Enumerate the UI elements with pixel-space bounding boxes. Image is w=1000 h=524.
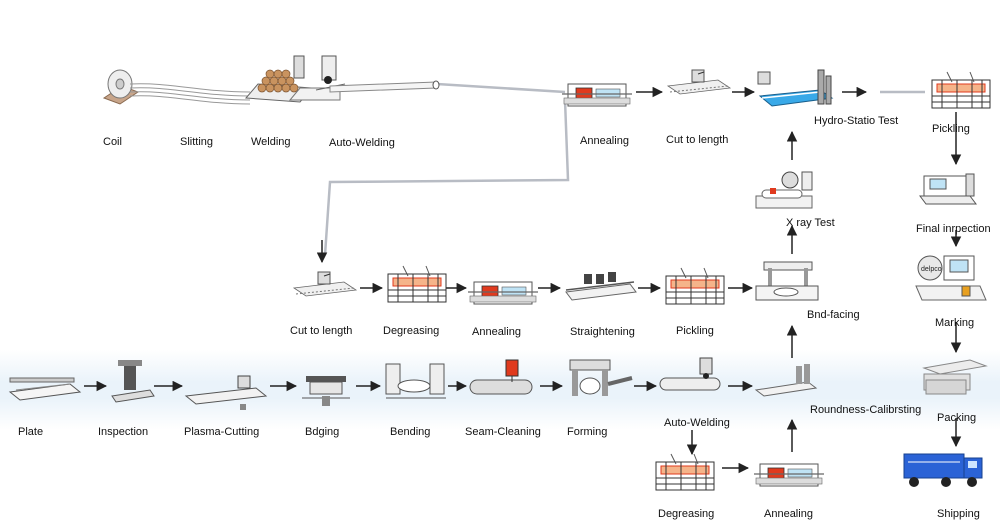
label-roundness-calibrating: Roundness-Calibrsting xyxy=(810,404,922,416)
inspection-icon xyxy=(111,360,155,403)
label-marking: Marking xyxy=(935,317,975,329)
label-cut-to-length-top: Cut to length xyxy=(666,134,729,146)
label-auto-welding-bottom: Auto-Welding xyxy=(664,417,730,429)
annealing-top-icon xyxy=(561,83,633,107)
seam-cleaning-icon xyxy=(469,359,533,395)
label-edging: Bdging xyxy=(305,426,340,438)
annealing-bottom-icon xyxy=(753,463,825,487)
label-inspection: Inspection xyxy=(98,426,149,438)
label-plate: Plate xyxy=(18,426,44,438)
bending-icon xyxy=(385,363,446,399)
plate-icon xyxy=(8,377,82,401)
degreasing-bottom-icon xyxy=(655,453,715,491)
label-shipping: Shipping xyxy=(937,508,980,520)
label-xray-test: X ray Test xyxy=(786,217,835,229)
welding-icon xyxy=(244,55,341,103)
coil-icon xyxy=(102,69,140,105)
label-welding: Welding xyxy=(251,136,291,148)
label-bending: Bending xyxy=(390,426,431,438)
forming-icon xyxy=(569,359,633,396)
label-annealing-top: Annealing xyxy=(580,135,629,147)
label-pickling-top: Pickling xyxy=(932,123,970,135)
label-cut-to-length-mid: Cut to length xyxy=(290,325,353,337)
label-seam-cleaning: Seam-Cleaning xyxy=(465,426,541,438)
label-packing: Packing xyxy=(937,412,977,424)
auto-welding-icon xyxy=(315,55,440,93)
label-coil: Coil xyxy=(103,136,122,148)
hydro-test-icon xyxy=(757,69,834,107)
label-hydro-test: Hydro-Statio Test xyxy=(814,115,899,127)
label-degreasing-mid: Degreasing xyxy=(383,325,440,337)
cut-to-length-mid-icon xyxy=(293,271,357,297)
flow-arrows xyxy=(84,86,962,474)
degreasing-mid-icon xyxy=(387,265,447,303)
pickling-mid-icon xyxy=(665,267,725,305)
label-degreasing-bottom: Degreasing xyxy=(658,508,715,520)
annealing-mid-icon xyxy=(467,281,539,305)
final-inspection-icon xyxy=(919,173,977,205)
slitting-icon xyxy=(129,83,251,105)
straightening-icon xyxy=(565,272,637,301)
label-bnd-facing: Bnd-facing xyxy=(807,309,860,321)
roundness-calibrating-icon xyxy=(754,364,818,397)
plasma-cutting-icon xyxy=(184,375,268,410)
shipping-truck-icon xyxy=(903,453,983,487)
bnd-facing-icon xyxy=(755,261,819,301)
label-straightening: Straightening xyxy=(570,326,635,338)
pickling-top-icon xyxy=(931,71,991,109)
label-plasma-cutting: Plasma-Cutting xyxy=(184,426,260,438)
label-slitting: Slitting xyxy=(180,136,214,148)
packing-icon xyxy=(922,359,988,395)
marking-icon: delpco xyxy=(915,255,987,301)
label-auto-welding-top: Auto-Welding xyxy=(329,137,395,149)
label-pickling-mid: Pickling xyxy=(676,325,714,337)
label-forming: Forming xyxy=(567,426,608,438)
auto-welding-bottom-icon xyxy=(659,357,721,391)
label-annealing-mid: Annealing xyxy=(472,326,521,338)
xray-test-icon xyxy=(755,171,813,209)
brand-tag: delpco xyxy=(921,266,942,273)
label-annealing-bottom: Annealing xyxy=(764,508,813,520)
edging-icon xyxy=(302,376,350,406)
label-final-inspection: Final inrpection xyxy=(916,223,991,235)
cut-to-length-top-icon xyxy=(667,69,731,95)
connector-lines xyxy=(323,82,925,256)
